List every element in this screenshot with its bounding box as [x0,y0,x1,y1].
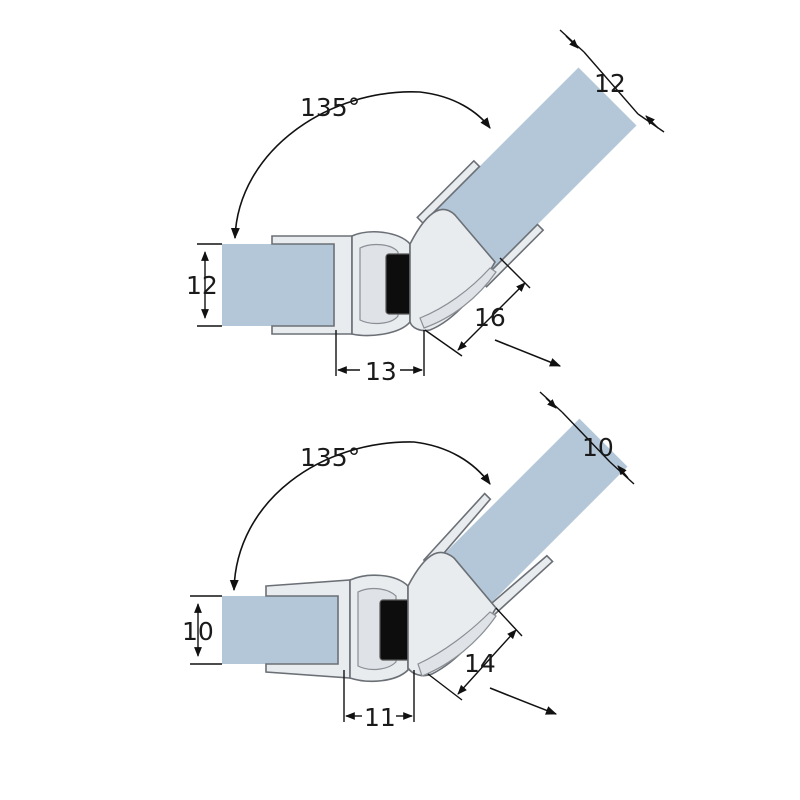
top-right-thickness-label: 12 [594,69,626,98]
bottom-angle-label: 135° [300,443,360,472]
top-seal: 12 13 16 12 135° [186,29,665,386]
top-left-glass [222,244,337,326]
top-angle-label: 135° [300,93,360,122]
top-left-thickness-label: 12 [186,271,218,300]
bottom-angled-bulb-lip [417,611,497,677]
bottom-right-thickness-label: 10 [582,433,614,462]
bottom-left-thickness-label: 10 [182,617,214,646]
top-angled-width-label: 16 [474,303,506,332]
top-width-label: 13 [365,357,397,386]
bottom-left-glass [222,596,342,664]
bottom-seal: 10 11 14 10 135° [182,391,635,732]
bottom-angled-width-label: 14 [464,649,496,678]
bottom-width-label: 11 [364,703,396,732]
